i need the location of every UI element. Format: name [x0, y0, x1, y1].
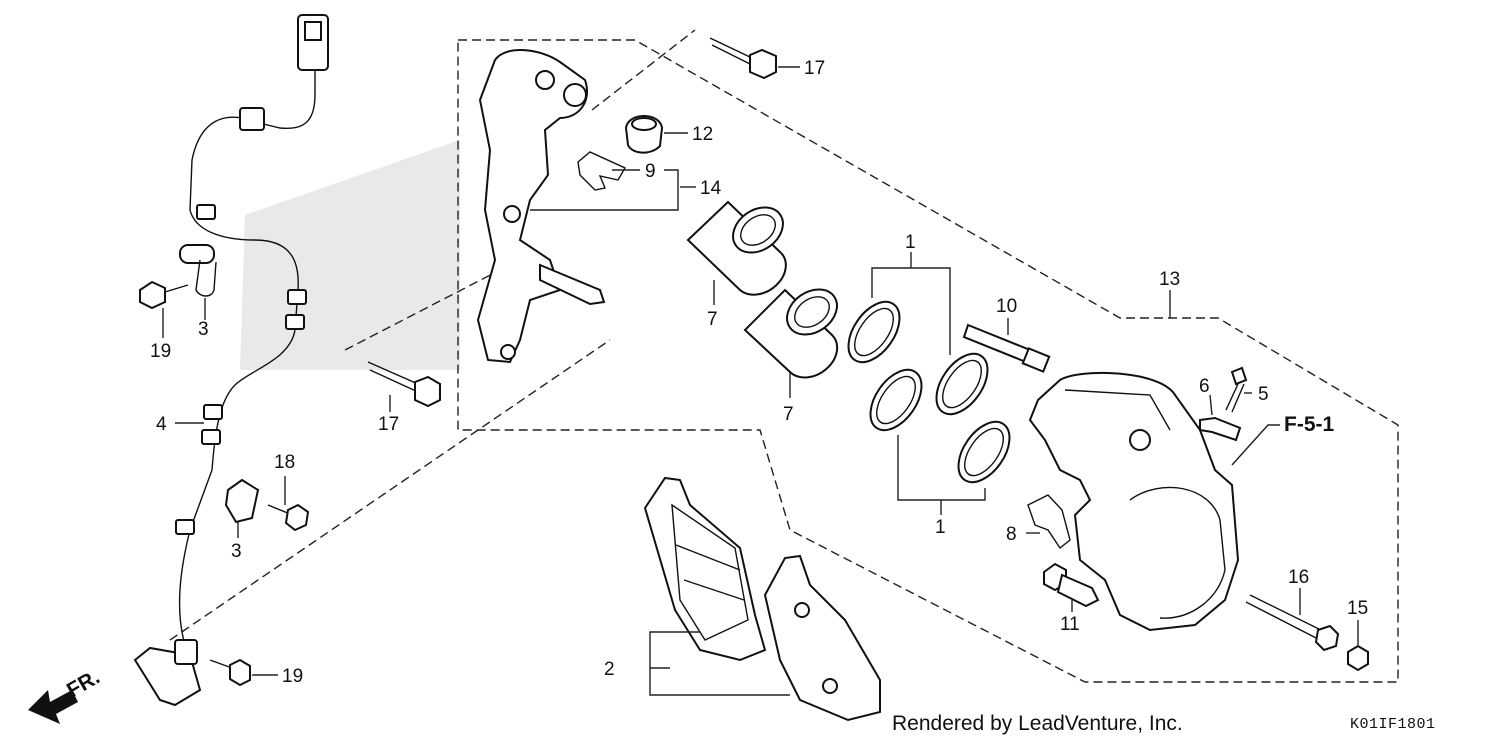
- callout-1-upper: 1: [905, 232, 916, 253]
- callout-2: 2: [604, 659, 615, 680]
- caliper-body: [1028, 371, 1240, 632]
- sliding-pin: [1043, 562, 1100, 608]
- harness-shading: [240, 140, 460, 370]
- bleeder-valve: [1225, 366, 1248, 413]
- callout-4: 4: [156, 414, 167, 435]
- callout-19-lower: 19: [282, 666, 303, 687]
- speed-sensor-harness: [133, 14, 329, 707]
- callout-17-upper: 17: [804, 58, 825, 79]
- bolt-18: [267, 503, 310, 532]
- pad-retainer-clip: [577, 151, 626, 191]
- harness-clip-upper: [179, 244, 217, 297]
- pin-bolt: [962, 323, 1051, 373]
- callout-8: 8: [1006, 524, 1017, 545]
- harness-clip-lower: [224, 478, 260, 524]
- brake-pad-front: [643, 476, 767, 662]
- callout-5: 5: [1258, 384, 1269, 405]
- callout-7-lower: 7: [783, 404, 794, 425]
- bolt-17-lower: [367, 361, 441, 408]
- pad-pin: [1245, 594, 1340, 652]
- callout-3-upper: 3: [198, 319, 209, 340]
- brake-pad-rear: [763, 554, 881, 722]
- callout-labels: 17 12 9 14 7 7 1 1 10 13 6 5 F-5-1 8 11 …: [63, 58, 1368, 702]
- callout-9: 9: [645, 161, 656, 182]
- render-credit: Rendered by LeadVenture, Inc.: [892, 712, 1183, 735]
- callout-7-upper: 7: [707, 309, 718, 330]
- piston-lower: [743, 288, 839, 379]
- pad-spring: [1027, 494, 1071, 550]
- callout-19-upper: 19: [150, 341, 171, 362]
- bolt-19-upper: [139, 280, 189, 310]
- callout-17-lower: 17: [378, 414, 399, 435]
- callout-6: 6: [1199, 376, 1210, 397]
- bleeder-cap-6: [1199, 416, 1242, 442]
- bleeder-cap: [624, 115, 664, 154]
- piston-upper: [686, 200, 787, 296]
- callout-12: 12: [692, 124, 713, 145]
- caliper-bracket: [476, 49, 606, 364]
- front-direction-arrow: [28, 690, 78, 724]
- callout-18: 18: [274, 452, 295, 473]
- callout-3-lower: 3: [231, 541, 242, 562]
- callout-14: 14: [700, 178, 722, 199]
- bolt-19-lower: [209, 658, 251, 687]
- callout-11: 11: [1060, 614, 1080, 635]
- callout-13: 13: [1159, 269, 1180, 290]
- callout-10: 10: [996, 296, 1017, 317]
- piston-seals: [847, 300, 1011, 484]
- callout-15: 15: [1347, 598, 1368, 619]
- callout-1-lower: 1: [935, 517, 946, 538]
- reference-f-5-1: F-5-1: [1284, 413, 1334, 436]
- callout-16: 16: [1288, 567, 1309, 588]
- assembly-boundary-lines: [169, 29, 1399, 683]
- diagram-code: K01IF1801: [1350, 716, 1436, 733]
- leader-lines: [162, 66, 1359, 696]
- pad-pin-plug: [1347, 644, 1369, 672]
- bolt-17-upper: [709, 37, 777, 80]
